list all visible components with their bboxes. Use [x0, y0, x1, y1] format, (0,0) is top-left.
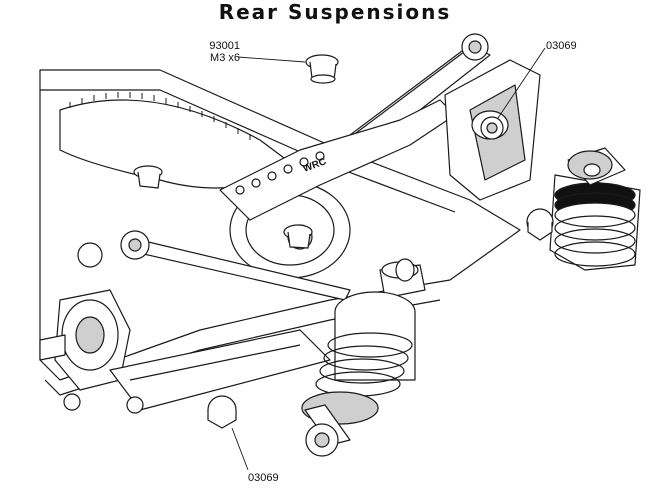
leader-lines [231, 47, 546, 471]
chassis-edge [40, 89, 456, 213]
callout-93001: 93001 M3 x6 [180, 40, 240, 64]
callout-03069-upper-part: 03069 [546, 40, 577, 52]
ball-cup-03069-mid [526, 208, 554, 241]
mounted-shock [301, 258, 426, 457]
callout-03069-lower-part: 03069 [248, 472, 279, 484]
ball-stud-93001-c [283, 224, 313, 249]
callout-03069-upper: 03069 [546, 40, 577, 52]
exploded-shock [549, 147, 641, 271]
left-hub-carrier [39, 289, 131, 391]
page-title: Rear Suspensions [218, 0, 452, 24]
belt-teeth [69, 92, 251, 140]
callout-03069-lower: 03069 [248, 472, 279, 484]
lower-arm [63, 329, 331, 414]
ball-cup-03069-upper [480, 116, 504, 140]
callout-93001-spec: M3 x6 [210, 52, 240, 64]
callout-93001-part: 93001 [209, 40, 240, 52]
ball-stud-93001-b [133, 165, 163, 189]
ball-stud-93001-a [305, 54, 339, 84]
ball-cup-03069-lower [207, 395, 237, 429]
